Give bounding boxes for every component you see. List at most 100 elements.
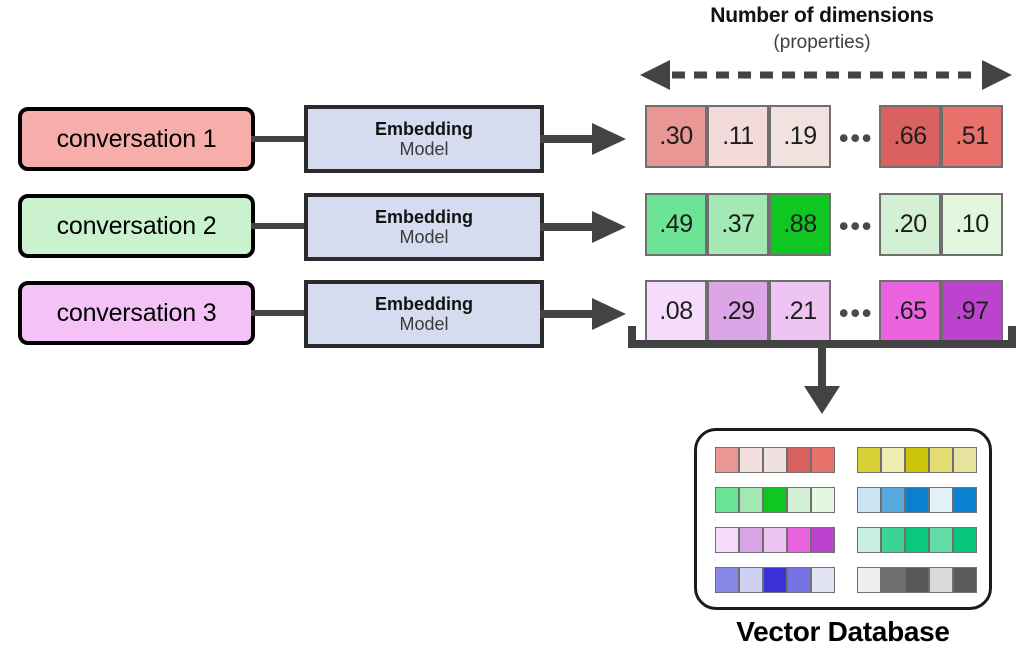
vector-cell: .20 xyxy=(879,193,941,256)
connector-line-1 xyxy=(251,136,307,142)
connector-line-2 xyxy=(251,223,307,229)
vector-value: .10 xyxy=(955,210,989,238)
vector-strip xyxy=(715,527,835,553)
vector-value: .97 xyxy=(955,297,989,325)
conversation-label-2: conversation 2 xyxy=(56,211,217,240)
vector-database-swatch xyxy=(905,487,929,513)
conversation-box-3[interactable]: conversation 3 xyxy=(18,281,255,345)
vector-database-swatch xyxy=(857,447,881,473)
vector-database-swatch xyxy=(905,447,929,473)
vector-cell: .97 xyxy=(941,280,1003,343)
vector-cell: .37 xyxy=(707,193,769,256)
vector-cell: .10 xyxy=(941,193,1003,256)
vector-database-swatch xyxy=(857,567,881,593)
vector-database-swatch xyxy=(811,567,835,593)
vector-database-swatch xyxy=(715,527,739,553)
vector-cell: .51 xyxy=(941,105,1003,168)
vector-cell: .88 xyxy=(769,193,831,256)
vector-value: .20 xyxy=(893,210,927,238)
vector-strip xyxy=(715,487,835,513)
vector-value: .11 xyxy=(722,122,754,150)
vector-strip xyxy=(715,567,835,593)
vector-cell: .19 xyxy=(769,105,831,168)
vector-database-swatch xyxy=(763,487,787,513)
vector-cell: .49 xyxy=(645,193,707,256)
vector-cell: .30 xyxy=(645,105,707,168)
vector-database-swatch xyxy=(881,567,905,593)
vector-value: .21 xyxy=(783,297,817,325)
vector-strip xyxy=(857,487,977,513)
dimensions-title: Number of dimensions xyxy=(710,4,934,27)
vector-cell: .21 xyxy=(769,280,831,343)
embedding-model-title-3: Embedding xyxy=(375,293,473,314)
vector-database-row xyxy=(715,567,977,593)
vector-database-swatch xyxy=(905,567,929,593)
vector-database-swatch xyxy=(953,527,977,553)
vector-strip xyxy=(857,567,977,593)
vector-database-swatch xyxy=(739,447,763,473)
embedding-model-subtitle-1: Model xyxy=(399,139,449,159)
vector-database-swatch xyxy=(929,487,953,513)
conversation-label-1: conversation 1 xyxy=(56,124,217,153)
vector-database-swatch xyxy=(881,487,905,513)
vector-database-row xyxy=(715,447,977,473)
vector-cell: .08 xyxy=(645,280,707,343)
vector-database-grid xyxy=(715,447,977,593)
embedding-model-title-2: Embedding xyxy=(375,206,473,227)
vector-database-swatch xyxy=(811,447,835,473)
vector-database-swatch xyxy=(811,487,835,513)
vector-database-swatch xyxy=(763,567,787,593)
vector-database-swatch xyxy=(953,447,977,473)
vector-value: .66 xyxy=(893,122,927,150)
connector-line-3 xyxy=(251,310,307,316)
dimensions-subtitle: (properties) xyxy=(773,32,871,53)
vector-value: .29 xyxy=(721,297,755,325)
double-headed-dashed-arrow-icon xyxy=(640,58,1012,92)
vector-value: .88 xyxy=(783,210,817,238)
arrow-to-vector-3 xyxy=(540,297,626,331)
vector-database-swatch xyxy=(953,567,977,593)
vector-database-swatch xyxy=(739,567,763,593)
vector-database-swatch xyxy=(715,567,739,593)
vector-database-swatch xyxy=(787,527,811,553)
conversation-box-1[interactable]: conversation 1 xyxy=(18,107,255,171)
embedding-model-box-2[interactable]: Embedding Model xyxy=(304,193,544,261)
vector-value: .65 xyxy=(893,297,927,325)
vector-cell: .65 xyxy=(879,280,941,343)
embedding-model-box-3[interactable]: Embedding Model xyxy=(304,280,544,348)
vector-database-swatch xyxy=(881,527,905,553)
vector-database-swatch xyxy=(715,447,739,473)
vector-database-box[interactable] xyxy=(694,428,992,610)
vector-cell: .29 xyxy=(707,280,769,343)
embedding-model-subtitle-3: Model xyxy=(399,314,449,334)
vector-database-row xyxy=(715,487,977,513)
vector-database-label: Vector Database xyxy=(736,616,950,647)
arrow-to-vector-1 xyxy=(540,122,626,156)
down-arrow-icon xyxy=(800,344,844,416)
vector-ellipsis: ••• xyxy=(839,298,874,328)
vector-database-swatch xyxy=(763,527,787,553)
vector-strip xyxy=(857,527,977,553)
vector-value: .51 xyxy=(955,122,989,150)
embedding-model-box-1[interactable]: Embedding Model xyxy=(304,105,544,173)
vector-ellipsis: ••• xyxy=(839,123,874,153)
conversation-box-2[interactable]: conversation 2 xyxy=(18,194,255,258)
vector-database-swatch xyxy=(763,447,787,473)
vector-strip xyxy=(857,447,977,473)
embedding-model-title-1: Embedding xyxy=(375,118,473,139)
vector-database-swatch xyxy=(715,487,739,513)
vector-value: .08 xyxy=(659,297,693,325)
vector-database-swatch xyxy=(811,527,835,553)
vector-database-swatch xyxy=(929,567,953,593)
vector-database-swatch xyxy=(787,567,811,593)
vector-database-swatch xyxy=(857,487,881,513)
vector-value: .49 xyxy=(659,210,693,238)
vector-database-swatch xyxy=(857,527,881,553)
vector-strip xyxy=(715,447,835,473)
vector-database-swatch xyxy=(787,447,811,473)
vector-ellipsis: ••• xyxy=(839,211,874,241)
vector-database-row xyxy=(715,527,977,553)
vector-database-swatch xyxy=(929,447,953,473)
vector-database-swatch xyxy=(881,447,905,473)
